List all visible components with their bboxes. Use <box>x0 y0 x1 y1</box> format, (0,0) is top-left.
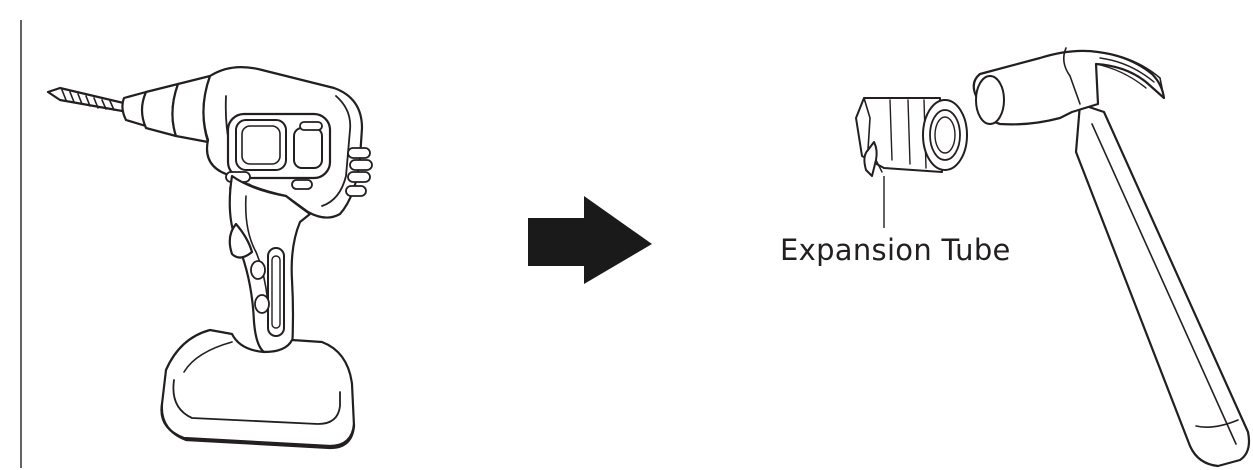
drill-battery <box>162 330 354 448</box>
hammer-icon <box>974 48 1249 466</box>
expansion-tube-label: Expansion Tube <box>780 236 1011 265</box>
right-arrow-icon <box>528 196 652 284</box>
drill-bit <box>48 88 128 112</box>
power-drill-icon <box>48 67 372 448</box>
hammer-handle <box>1076 104 1249 466</box>
expansion-tube-icon <box>856 98 967 176</box>
